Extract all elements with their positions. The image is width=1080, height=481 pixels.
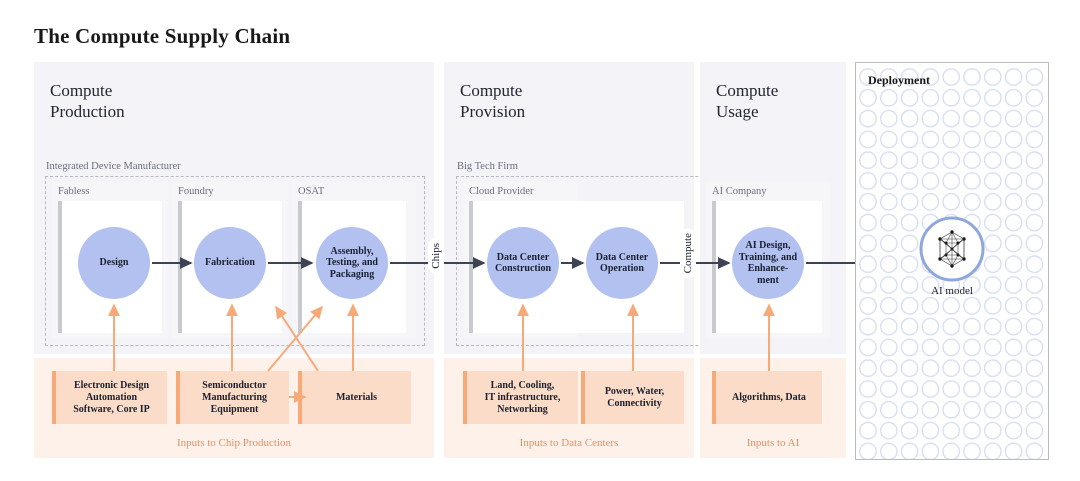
input-box-algorithms-label: Algorithms, Data xyxy=(732,391,806,403)
stage-label-fabless: Fabless xyxy=(58,186,90,197)
node-assembly-label: Assembly, Testing, and Packaging xyxy=(326,245,378,280)
node-ai-design-training-enhancement[interactable]: AI Design, Training, and Enhance- ment xyxy=(732,227,804,299)
stage-label-cloud-provider: Cloud Provider xyxy=(469,186,534,197)
node-design-label: Design xyxy=(99,257,129,269)
node-dc-construction-label: Data Center Construction xyxy=(494,251,552,275)
node-ai-design-label: AI Design, Training, and Enhance- ment xyxy=(738,240,798,286)
input-box-eda-software[interactable]: Electronic Design Automation Software, C… xyxy=(52,371,167,424)
stage-accent-bar-fabless xyxy=(58,201,62,333)
node-data-center-construction[interactable]: Data Center Construction xyxy=(487,227,559,299)
ai-model-label: AI model xyxy=(931,285,973,297)
input-accent-bar xyxy=(463,371,467,424)
ai-model-group[interactable]: AI model xyxy=(902,215,1002,297)
input-box-materials-label: Materials xyxy=(335,391,378,403)
stage-label-osat: OSAT xyxy=(298,186,325,197)
stage-label-ai-company: AI Company xyxy=(712,186,767,197)
input-box-land-label: Land, Cooling, IT infrastructure, Networ… xyxy=(484,379,561,415)
node-dc-operation-label: Data Center Operation xyxy=(595,251,649,275)
neural-network-icon xyxy=(919,216,985,282)
node-assembly-testing-packaging[interactable]: Assembly, Testing, and Packaging xyxy=(316,227,388,299)
input-box-power-water-connectivity[interactable]: Power, Water, Connectivity xyxy=(581,371,684,424)
input-caption-chip-production: Inputs to Chip Production xyxy=(177,437,291,449)
input-caption-ai: Inputs to AI xyxy=(746,437,800,449)
panel-title-compute-production: Compute Production xyxy=(50,81,125,121)
input-caption-data-centers: Inputs to Data Centers xyxy=(519,437,619,449)
firm-label-big-tech-firm: Big Tech Firm xyxy=(457,161,518,172)
page-title: The Compute Supply Chain xyxy=(34,24,291,48)
input-accent-bar xyxy=(176,371,180,424)
input-accent-bar xyxy=(581,371,585,424)
stage-accent-bar-ai-company xyxy=(712,201,716,333)
deployment-panel: Deployment xyxy=(855,62,1049,460)
node-data-center-operation[interactable]: Data Center Operation xyxy=(586,227,658,299)
input-accent-bar xyxy=(52,371,56,424)
node-design[interactable]: Design xyxy=(78,227,150,299)
input-accent-bar xyxy=(298,371,302,424)
input-box-sme-label: Semiconductor Manufacturing Equipment xyxy=(202,379,267,415)
firm-box-integrated-device-manufacturer xyxy=(45,176,425,346)
stage-accent-bar-cloud-provider xyxy=(469,201,473,333)
deployment-dot-grid xyxy=(859,68,1044,459)
input-box-semiconductor-manufacturing-equipment[interactable]: Semiconductor Manufacturing Equipment xyxy=(176,371,289,424)
input-box-land-cooling-it-networking[interactable]: Land, Cooling, IT infrastructure, Networ… xyxy=(463,371,578,424)
input-box-materials[interactable]: Materials xyxy=(298,371,411,424)
input-box-eda-label: Electronic Design Automation Software, C… xyxy=(73,379,150,415)
stage-accent-bar-foundry xyxy=(178,201,182,333)
stage-accent-bar-osat xyxy=(298,201,302,333)
input-accent-bar xyxy=(712,371,716,424)
node-fabrication-label: Fabrication xyxy=(205,257,255,269)
edge-label-compute: Compute xyxy=(680,228,696,279)
input-box-power-label: Power, Water, Connectivity xyxy=(604,385,665,409)
panel-title-compute-provision: Compute Provision xyxy=(460,81,526,121)
input-box-algorithms-data[interactable]: Algorithms, Data xyxy=(712,371,822,424)
deployment-title: Deployment xyxy=(868,73,930,87)
node-fabrication[interactable]: Fabrication xyxy=(194,227,266,299)
firm-label-integrated-device-manufacturer: Integrated Device Manufacturer xyxy=(46,161,181,172)
stage-label-foundry: Foundry xyxy=(178,186,214,197)
panel-title-compute-usage: Compute Usage xyxy=(716,81,779,121)
edge-label-chips: Chips xyxy=(428,238,444,274)
